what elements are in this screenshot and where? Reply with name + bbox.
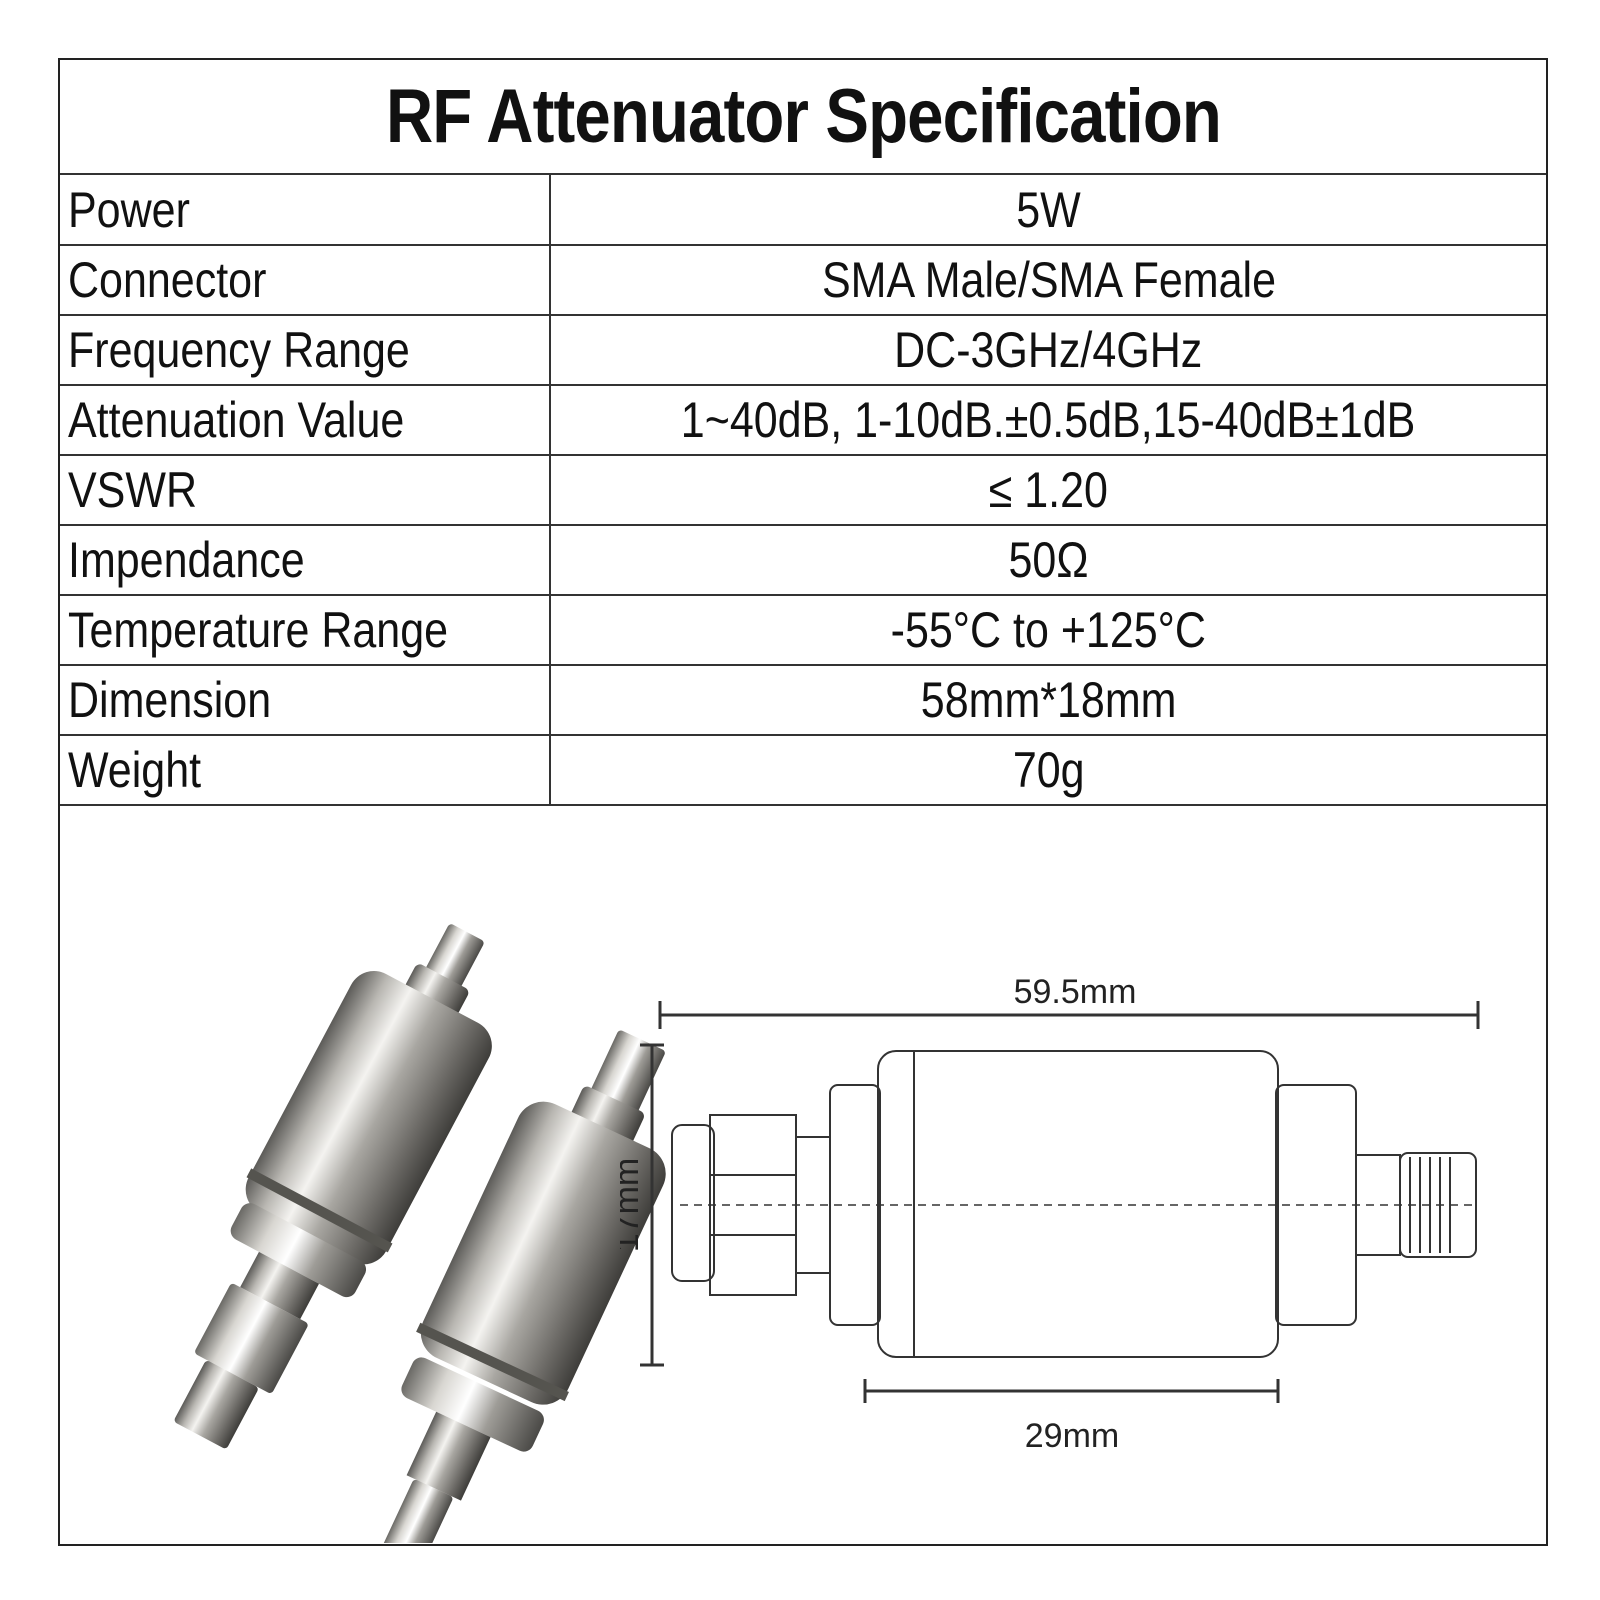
spec-label: Dimension (60, 665, 551, 736)
table-row: Impendance 50Ω (60, 525, 1546, 596)
spec-value: 50Ω (550, 525, 1546, 596)
length-label: 59.5mm (1014, 973, 1137, 1011)
spec-sheet: RF Attenuator Specification Power 5W Con… (58, 58, 1548, 1546)
table-row: Temperature Range -55°C to +125°C (60, 595, 1546, 666)
spec-table: Power 5W Connector SMA Male/SMA Female F… (60, 175, 1546, 806)
table-row: Frequency Range DC-3GHz/4GHz (60, 315, 1546, 386)
attenuator-photo-right (381, 1030, 666, 1543)
spec-value: 5W (550, 175, 1546, 246)
table-row: Weight 70g (60, 735, 1546, 806)
spec-value: ≤ 1.20 (550, 455, 1546, 526)
table-row: Dimension 58mm*18mm (60, 665, 1546, 736)
spec-value: DC-3GHz/4GHz (550, 315, 1546, 386)
spec-value: -55°C to +125°C (550, 595, 1546, 666)
table-row: VSWR ≤ 1.20 (60, 455, 1546, 526)
height-label: 17mm (620, 1158, 646, 1252)
spec-value: 58mm*18mm (550, 665, 1546, 736)
body-width-label: 29mm (1025, 1417, 1119, 1455)
product-photo (174, 924, 666, 1543)
spec-label: Frequency Range (60, 315, 551, 386)
product-figure: 59.5mm 29mm 17mm (60, 875, 1546, 1546)
spec-label: VSWR (60, 455, 551, 526)
table-row: Attenuation Value 1~40dB, 1-10dB.±0.5dB,… (60, 385, 1546, 456)
dimension-drawing: 59.5mm 29mm 17mm (620, 973, 1480, 1455)
spec-label: Impendance (60, 525, 551, 596)
attenuator-photo-left (174, 924, 492, 1449)
spec-label: Weight (60, 735, 551, 806)
spec-label: Temperature Range (60, 595, 551, 666)
table-row: Connector SMA Male/SMA Female (60, 245, 1546, 316)
spec-value: 70g (550, 735, 1546, 806)
spec-label: Attenuation Value (60, 385, 551, 456)
table-row: Power 5W (60, 175, 1546, 246)
title-row: RF Attenuator Specification (60, 60, 1546, 175)
page-title: RF Attenuator Specification (385, 74, 1221, 159)
spec-label: Power (60, 175, 551, 246)
spec-label: Connector (60, 245, 551, 316)
spec-value: 1~40dB, 1-10dB.±0.5dB,15-40dB±1dB (550, 385, 1546, 456)
spec-value: SMA Male/SMA Female (550, 245, 1546, 316)
